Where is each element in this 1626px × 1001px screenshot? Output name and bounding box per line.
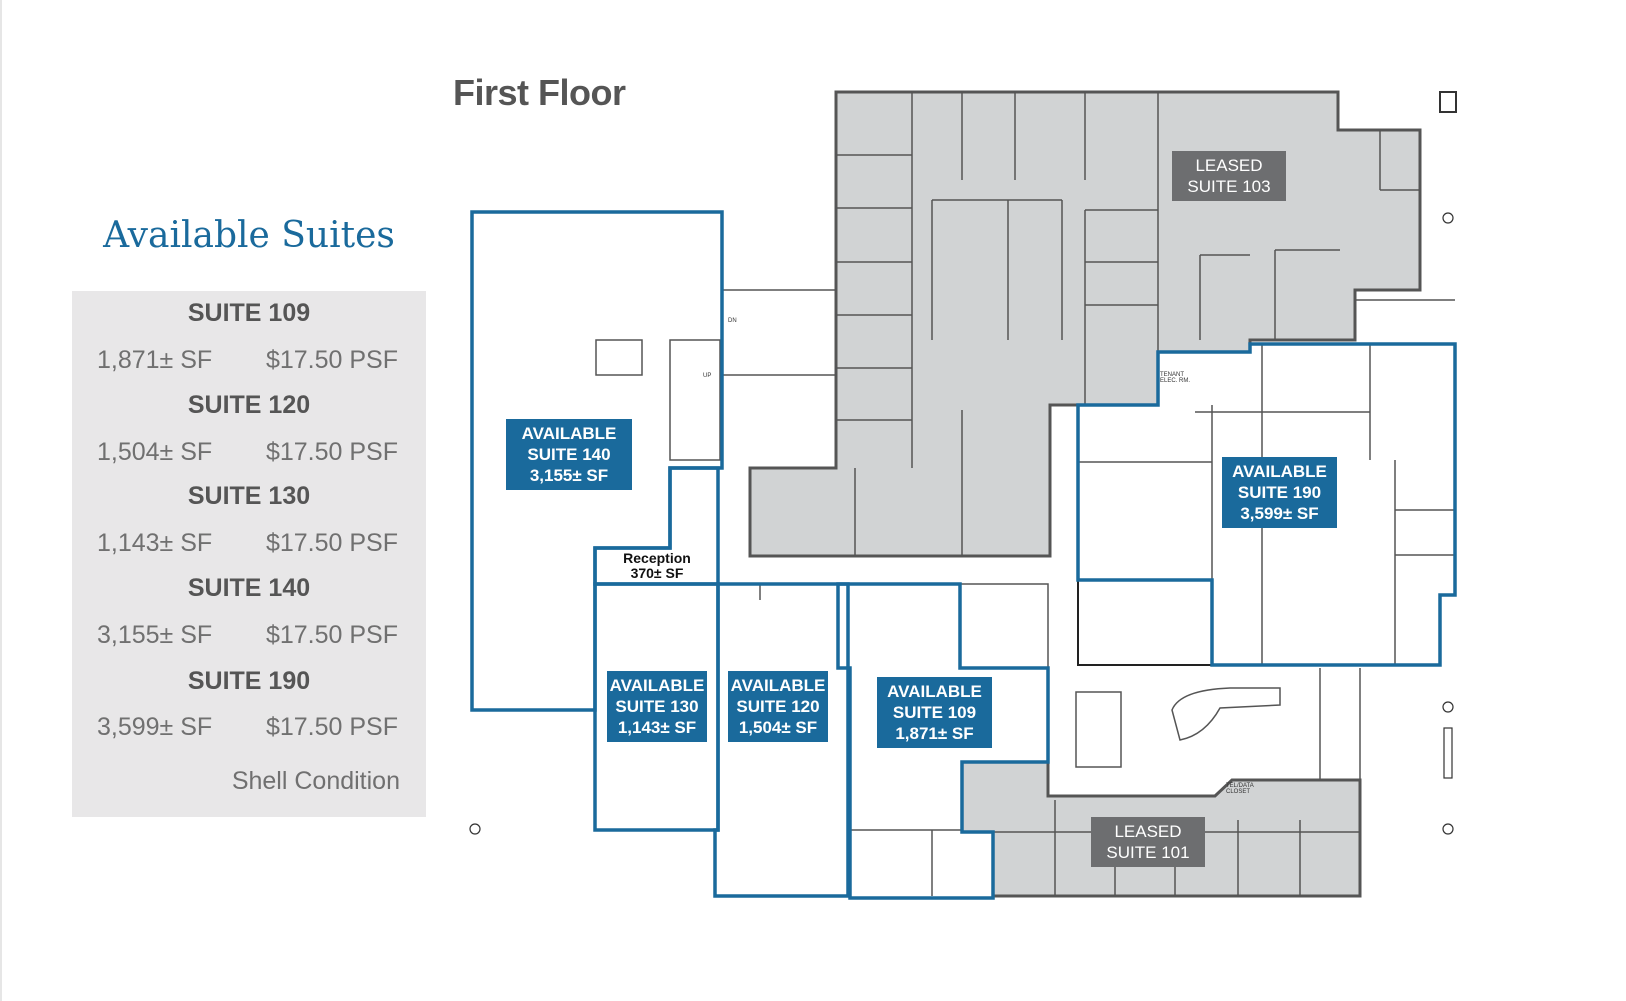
suite-140-label[interactable]: AVAILABLE SUITE 140 3,155± SF [506,419,632,490]
suite: SUITE 101 [1106,843,1190,862]
suite: SUITE 103 [1187,177,1271,196]
suite-name: SUITE 190 [187,667,311,695]
suite-rate: $17.50 PSF [265,438,398,466]
suite-rate: $17.50 PSF [265,529,398,557]
suite-130-label[interactable]: AVAILABLE SUITE 130 1,143± SF [607,671,707,742]
suite: SUITE 109 [892,703,977,722]
stair-dn-label: DN [728,318,737,324]
interior-walls [595,92,1455,896]
suite-area: 3,155± SF [97,621,213,649]
suite-area: 1,504± SF [97,438,213,466]
reception-area: 370± SF [630,565,684,581]
area: 3,599± SF [1240,504,1319,523]
suite-area: 1,143± SF [97,529,213,557]
suite: SUITE 120 [736,697,820,716]
status: LEASED [1114,822,1182,841]
condition-note: Shell Condition [231,767,400,795]
suite-area: 1,871± SF [97,346,213,374]
floor-title: First Floor [453,72,626,113]
suites-panel: SUITE 109 1,871± SF $17.50 PSF SUITE 120… [72,291,426,817]
status: AVAILABLE [730,676,826,695]
tenant-elec-room-label: TENANT ELEC. RM. [1160,372,1191,384]
suite-name: SUITE 140 [187,574,311,602]
suite-109-label[interactable]: AVAILABLE SUITE 109 1,871± SF [877,677,992,748]
teldata-closet-label: TEL/DATA CLOSET [1226,783,1254,795]
area: 1,143± SF [617,718,697,737]
suite-name: SUITE 109 [187,299,311,327]
suite-190-outline[interactable] [1076,342,1457,667]
suite: SUITE 130 [615,697,699,716]
suite-101-label[interactable]: LEASED SUITE 101 [1091,817,1205,867]
suite-109-outline[interactable] [836,582,1050,900]
suite: SUITE 190 [1237,483,1322,502]
area: 1,504± SF [738,718,818,737]
suite-190-label[interactable]: AVAILABLE SUITE 190 3,599± SF [1222,457,1337,528]
stair-up-label: UP [703,373,712,379]
suite-name: SUITE 120 [187,391,311,419]
status: AVAILABLE [609,676,705,695]
available-suites-heading: Available Suites [103,215,395,256]
status: AVAILABLE [887,682,982,701]
area: 3,155± SF [529,466,609,485]
status: LEASED [1195,156,1263,175]
suite-rate: $17.50 PSF [265,621,398,649]
suite-rate: $17.50 PSF [265,713,398,741]
reception-name: Reception [623,550,691,566]
status: AVAILABLE [521,424,617,443]
suite-rate: $17.50 PSF [265,346,398,374]
suite-name: SUITE 130 [187,482,311,510]
suite: SUITE 140 [527,445,611,464]
status: AVAILABLE [1232,462,1327,481]
page-edge [0,0,2,1001]
suite-area: 3,599± SF [97,713,213,741]
suite-120-label[interactable]: AVAILABLE SUITE 120 1,504± SF [728,671,828,742]
column-markers [469,91,1457,835]
area: 1,871± SF [895,724,974,743]
restroom-core [1077,579,1213,666]
suite-103-label[interactable]: LEASED SUITE 103 [1172,151,1286,201]
